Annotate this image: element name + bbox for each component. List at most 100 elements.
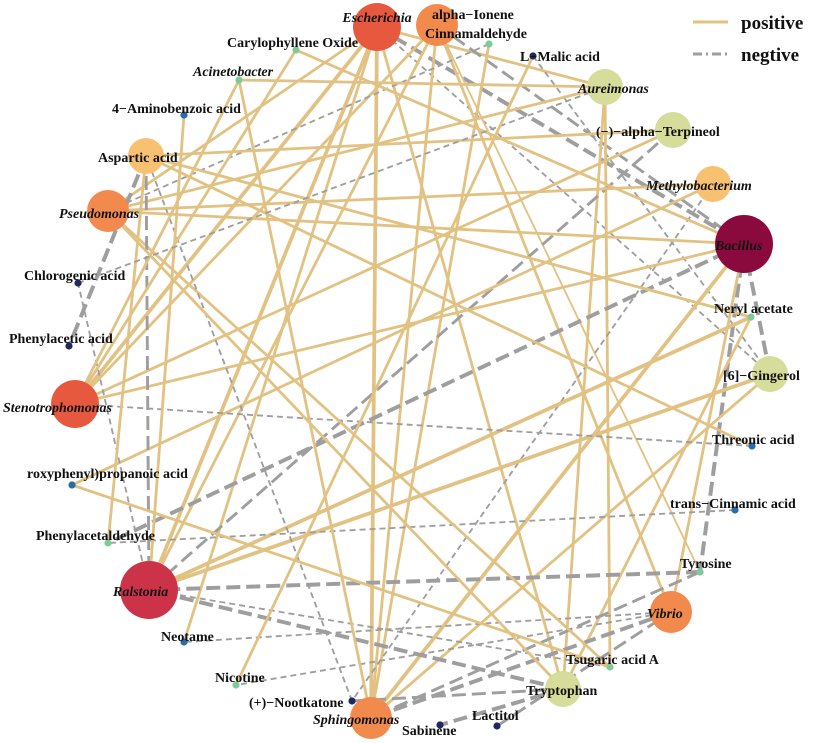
edge-positive <box>295 48 745 246</box>
node-aspartic <box>128 138 164 174</box>
node-label-cinnamic: trans−Cinnamic acid <box>670 497 796 512</box>
legend: positive negtive <box>693 13 803 66</box>
edge-positive <box>369 242 746 720</box>
edge-positive <box>147 26 379 591</box>
edge-positive <box>73 25 379 406</box>
node-label-neotame: Neotame <box>161 630 214 645</box>
edge-negative <box>496 610 672 728</box>
node-stenotrophomonas <box>51 380 99 428</box>
edge-positive <box>74 128 674 406</box>
edge-positive <box>147 114 186 591</box>
edge-negative <box>67 155 148 347</box>
node-label-propanoic: roxyphenyl)propanoic acid <box>27 467 188 482</box>
edge-negative <box>107 242 745 545</box>
edge-negative <box>370 610 672 720</box>
node-label-lactitol: Lactitol <box>472 709 519 724</box>
edge-positive <box>369 24 439 719</box>
edge-positive <box>436 24 701 573</box>
node-vibrio <box>650 591 692 633</box>
node-label-vibrio: Vibrio <box>647 607 683 622</box>
node-label-phenylacetaldehyde: Phenylacetaldehyde <box>36 529 155 544</box>
edge-positive <box>237 79 373 719</box>
node-label-caryophyllene: Carylophyllene Oxide <box>227 36 358 51</box>
node-phenylacetaldehyde <box>104 539 112 547</box>
edge-positive <box>73 49 298 405</box>
node-label-phenylacetic: Phenylacetic acid <box>9 332 113 347</box>
edge-positive <box>71 182 714 487</box>
node-lactitol <box>493 722 501 730</box>
node-caryophyllene <box>292 46 300 54</box>
node-chlorogenic <box>74 279 82 287</box>
node-bacillus <box>715 215 773 273</box>
node-sabinene <box>436 721 444 729</box>
node-threonic <box>748 442 756 450</box>
node-label-pseudomonas: Pseudomonas <box>59 207 140 222</box>
node-label-acinetobacter: Acinetobacter <box>192 65 274 80</box>
legend-positive-label: positive <box>741 13 803 34</box>
node-label-aureimonas: Aureimonas <box>577 82 649 97</box>
edge-positive <box>107 25 378 213</box>
edge-negative <box>376 26 771 375</box>
node-label-stenotrophomonas: Stenotrophomonas <box>3 401 112 416</box>
edge-positive <box>148 315 752 592</box>
node-gingerol <box>752 356 788 392</box>
edge-negative <box>351 183 714 702</box>
node-cinnamaldehyde <box>485 40 493 48</box>
node-label-alpha_ionene: alpha−Ionene <box>432 8 514 23</box>
edge-negative <box>107 509 736 544</box>
node-label-tyrosine: Tyrosine <box>680 557 732 572</box>
edge-layer <box>67 23 772 728</box>
edge-negative <box>532 55 771 375</box>
node-ralstonia <box>120 561 178 619</box>
edge-negative <box>148 128 674 592</box>
edge-negative <box>235 611 672 686</box>
node-phenylacetic <box>65 342 73 350</box>
edge-positive <box>73 24 439 405</box>
node-aminobenzoic <box>180 111 188 119</box>
node-layer <box>51 3 788 739</box>
node-label-neryl: Neryl acetate <box>714 302 793 317</box>
node-label-nootkatone: (+)−Nootkatone <box>249 696 344 711</box>
edge-negative <box>183 611 672 643</box>
edge-negative <box>698 243 746 573</box>
node-label-gingerol: [6]−Gingerol <box>723 369 800 384</box>
edge-positive <box>107 209 611 669</box>
node-tyrosine <box>696 568 704 576</box>
edge-positive <box>147 24 439 591</box>
edge-negative <box>77 282 150 591</box>
edge-positive <box>234 55 535 686</box>
node-label-methylobacterium: Methylobacterium <box>645 179 752 194</box>
edge-positive <box>145 154 753 448</box>
node-terpineol <box>655 112 691 148</box>
node-label-sphingomonas: Sphingomonas <box>313 713 400 728</box>
node-label-aspartic: Aspartic acid <box>98 151 178 166</box>
edge-negative <box>74 403 753 447</box>
node-label-nicotine: Nicotine <box>215 671 265 686</box>
edge-positive <box>106 155 148 544</box>
node-label-malic: L−Malic acid <box>520 50 600 65</box>
node-aureimonas <box>587 69 623 105</box>
node-nicotine <box>232 681 240 689</box>
edge-positive <box>369 43 491 719</box>
node-label-threonic: Threonic acid <box>712 433 795 448</box>
edge-negative <box>148 570 701 592</box>
node-propanoic <box>68 481 76 489</box>
edge-positive <box>561 316 753 690</box>
node-label-tsugaric: Tsugaric acid A <box>566 653 660 668</box>
edge-positive <box>74 242 745 406</box>
node-label-ralstonia: Ralstonia <box>112 585 168 600</box>
node-methylobacterium <box>695 166 731 202</box>
node-label-sabinene: Sabinene <box>402 724 456 739</box>
edge-positive <box>145 128 674 158</box>
edge-negative <box>439 687 564 727</box>
node-label-cinnamaldehyde: Cinnamaldehyde <box>425 27 527 42</box>
node-label-chlorogenic: Chlorogenic acid <box>24 269 125 284</box>
node-label-terpineol: (−)−alpha−Terpineol <box>596 125 720 140</box>
edge-positive <box>71 483 611 669</box>
node-label-bacillus: Bacillus <box>714 239 763 254</box>
node-malic <box>529 52 537 60</box>
edge-positive <box>561 86 607 690</box>
edge-positive <box>73 79 241 405</box>
